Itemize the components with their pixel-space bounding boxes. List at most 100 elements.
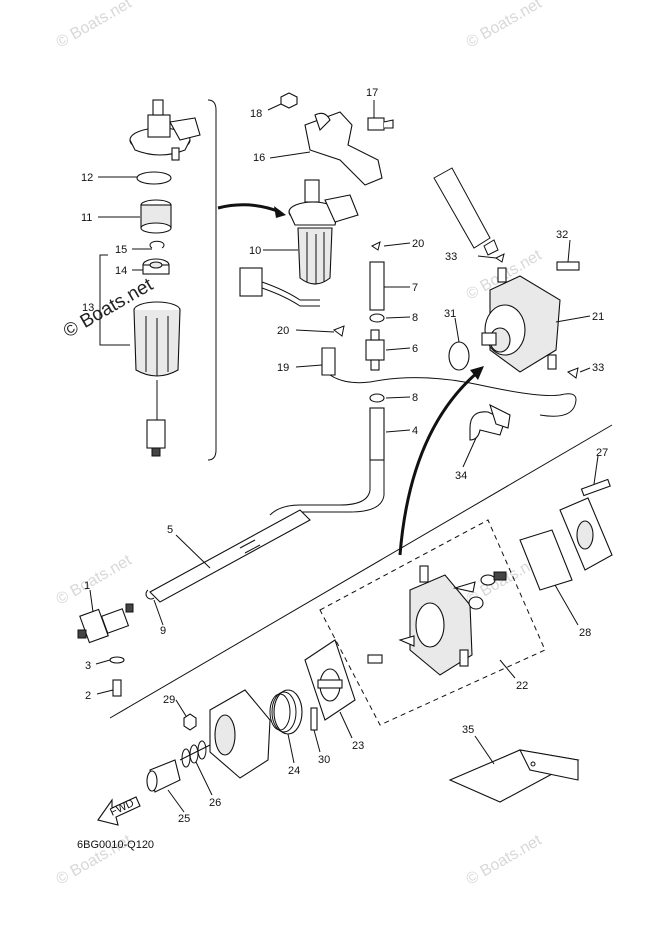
bolt-32 [556, 261, 580, 271]
inset-bracket [207, 99, 217, 461]
callout-16: 16 [253, 152, 265, 164]
cover-plate [559, 497, 613, 571]
callout-20-lower: 20 [277, 325, 289, 337]
clamp-34 [469, 403, 511, 441]
diaphragm-23 [304, 639, 356, 721]
check-valve [398, 635, 415, 647]
nut-18 [280, 92, 298, 109]
primer-1 [77, 603, 134, 644]
callout-11: 11 [81, 212, 92, 224]
callout-15: 15 [115, 244, 127, 256]
leader-lines [89, 100, 599, 813]
callout-29: 29 [163, 694, 175, 706]
inset-arrow-head [274, 206, 286, 218]
clip-lower [452, 581, 476, 593]
callout-21: 21 [592, 311, 604, 323]
spring-26 [179, 740, 211, 768]
gasket-28 [519, 529, 573, 591]
fuel-line-19 [329, 374, 577, 417]
callout-28: 28 [579, 627, 591, 639]
callout-30: 30 [318, 754, 330, 766]
callout-1: 1 [84, 580, 90, 592]
washer-3 [109, 656, 125, 664]
clip-8-upper [369, 313, 385, 323]
fwd-arrow: FWD [97, 796, 141, 826]
hose-7 [369, 261, 385, 311]
callout-5: 5 [167, 524, 173, 536]
piston-25 [146, 759, 181, 793]
clip-33-lower [566, 367, 579, 379]
fuel-line-4-down [269, 460, 371, 516]
ring-14 [142, 258, 170, 275]
plug-lower [493, 571, 507, 581]
callout-10: 10 [249, 245, 261, 257]
callout-9: 9 [160, 625, 166, 637]
callout-27: 27 [596, 447, 608, 459]
pump-housing [209, 689, 271, 779]
callout-25: 25 [178, 813, 190, 825]
callout-13: 13 [82, 302, 94, 314]
filter-cup-13 [133, 301, 181, 457]
filter-cap-assembly [129, 99, 201, 161]
hose-5 [149, 509, 311, 603]
nut-lower [468, 596, 484, 610]
callout-22: 22 [516, 680, 528, 692]
section-divider [109, 424, 613, 719]
pump-arrow-head [470, 366, 484, 380]
callout-labels: 1 2 3 4 5 6 7 8 8 9 10 11 12 13 14 15 16… [81, 87, 608, 825]
clip-20-upper [371, 241, 381, 251]
watermark-text: © Boats.net [54, 552, 136, 609]
filter-connector [239, 267, 320, 307]
callout-35: 35 [462, 724, 474, 736]
filter-element-11 [140, 199, 172, 234]
clip-9 [145, 589, 155, 600]
bolt-27 [580, 478, 611, 497]
hose-4 [369, 407, 385, 461]
assembly-box-22 [319, 519, 546, 726]
clip-15 [149, 240, 165, 249]
pump-body [409, 565, 473, 676]
callout-14: 14 [115, 265, 127, 277]
callout-17: 17 [366, 87, 378, 99]
callout-26: 26 [209, 797, 221, 809]
callout-8-lower: 8 [412, 392, 418, 404]
pin-30 [310, 707, 318, 731]
inset-arrow [217, 203, 281, 214]
instruction-card-35 [448, 749, 580, 803]
drive-hose-top [433, 167, 499, 256]
watermark-text: © Boats.net [54, 0, 136, 51]
callout-24: 24 [288, 765, 300, 777]
fuel-line-4-edge [300, 460, 385, 513]
callout-4: 4 [412, 425, 418, 437]
watermark-text: © Boats.net [464, 0, 546, 51]
callout-34: 34 [455, 470, 467, 482]
nut-29 [183, 713, 197, 731]
callout-33-upper: 33 [445, 251, 457, 263]
callout-3: 3 [85, 660, 91, 672]
callout-6: 6 [412, 343, 418, 355]
callout-2: 2 [85, 690, 91, 702]
spring-24 [269, 689, 303, 735]
callout-8-upper: 8 [412, 312, 418, 324]
clip-20-lower [332, 325, 345, 337]
fuel-pump-21 [481, 267, 561, 373]
diagram-code: 6BG0010-Q120 [77, 839, 154, 851]
hose-19 [321, 347, 336, 376]
watermark-group: © Boats.net © Boats.net © Boats.net © Bo… [54, 0, 546, 888]
o-ring-31 [448, 341, 470, 371]
callout-12: 12 [81, 172, 93, 184]
pump-arrow [398, 370, 479, 556]
bracket-16 [304, 111, 383, 186]
callout-20-upper: 20 [412, 238, 424, 250]
clip-8-lower [369, 393, 385, 403]
inset-group-bracket [99, 254, 130, 346]
callout-23: 23 [352, 740, 364, 752]
callout-7: 7 [412, 282, 418, 294]
washer-lower [480, 574, 496, 586]
callout-19: 19 [277, 362, 289, 374]
bolt-17 [367, 117, 394, 131]
callout-32: 32 [556, 229, 568, 241]
fuel-filter-10 [288, 179, 359, 285]
